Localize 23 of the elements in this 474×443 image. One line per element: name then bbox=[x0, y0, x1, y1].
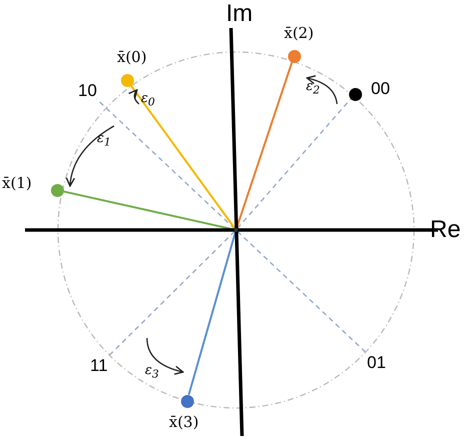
point-label: 00 bbox=[371, 80, 390, 97]
constellation-dot bbox=[120, 74, 134, 86]
point-label: x̄(1) bbox=[2, 176, 32, 191]
dashed-reference-line bbox=[96, 98, 235, 230]
angle-label: ε$_{1}$ bbox=[97, 132, 111, 148]
constellation-dot bbox=[288, 50, 300, 62]
point-label: x̄(0) bbox=[117, 50, 147, 65]
origin-point bbox=[234, 228, 238, 232]
axis-label: Im bbox=[226, 2, 253, 26]
dashed-reference-line bbox=[107, 230, 236, 358]
angle-label: ε$_{2}$ bbox=[306, 80, 320, 96]
point-label: x̄(3) bbox=[169, 415, 199, 430]
symbol-label: 11 bbox=[90, 357, 108, 374]
angle-label: ε$_{3}$ bbox=[145, 364, 159, 380]
constellation-dot bbox=[180, 394, 194, 408]
angle-label: ε$_{0}$ bbox=[141, 92, 155, 108]
symbol-label: 01 bbox=[367, 354, 386, 371]
constellation-dot bbox=[50, 184, 64, 196]
constellation-dot bbox=[348, 88, 362, 100]
symbol-label: 10 bbox=[78, 82, 97, 99]
dashed-reference-line bbox=[237, 230, 368, 354]
dashed-reference-line bbox=[236, 98, 352, 229]
point-label: x̄(2) bbox=[284, 26, 314, 41]
